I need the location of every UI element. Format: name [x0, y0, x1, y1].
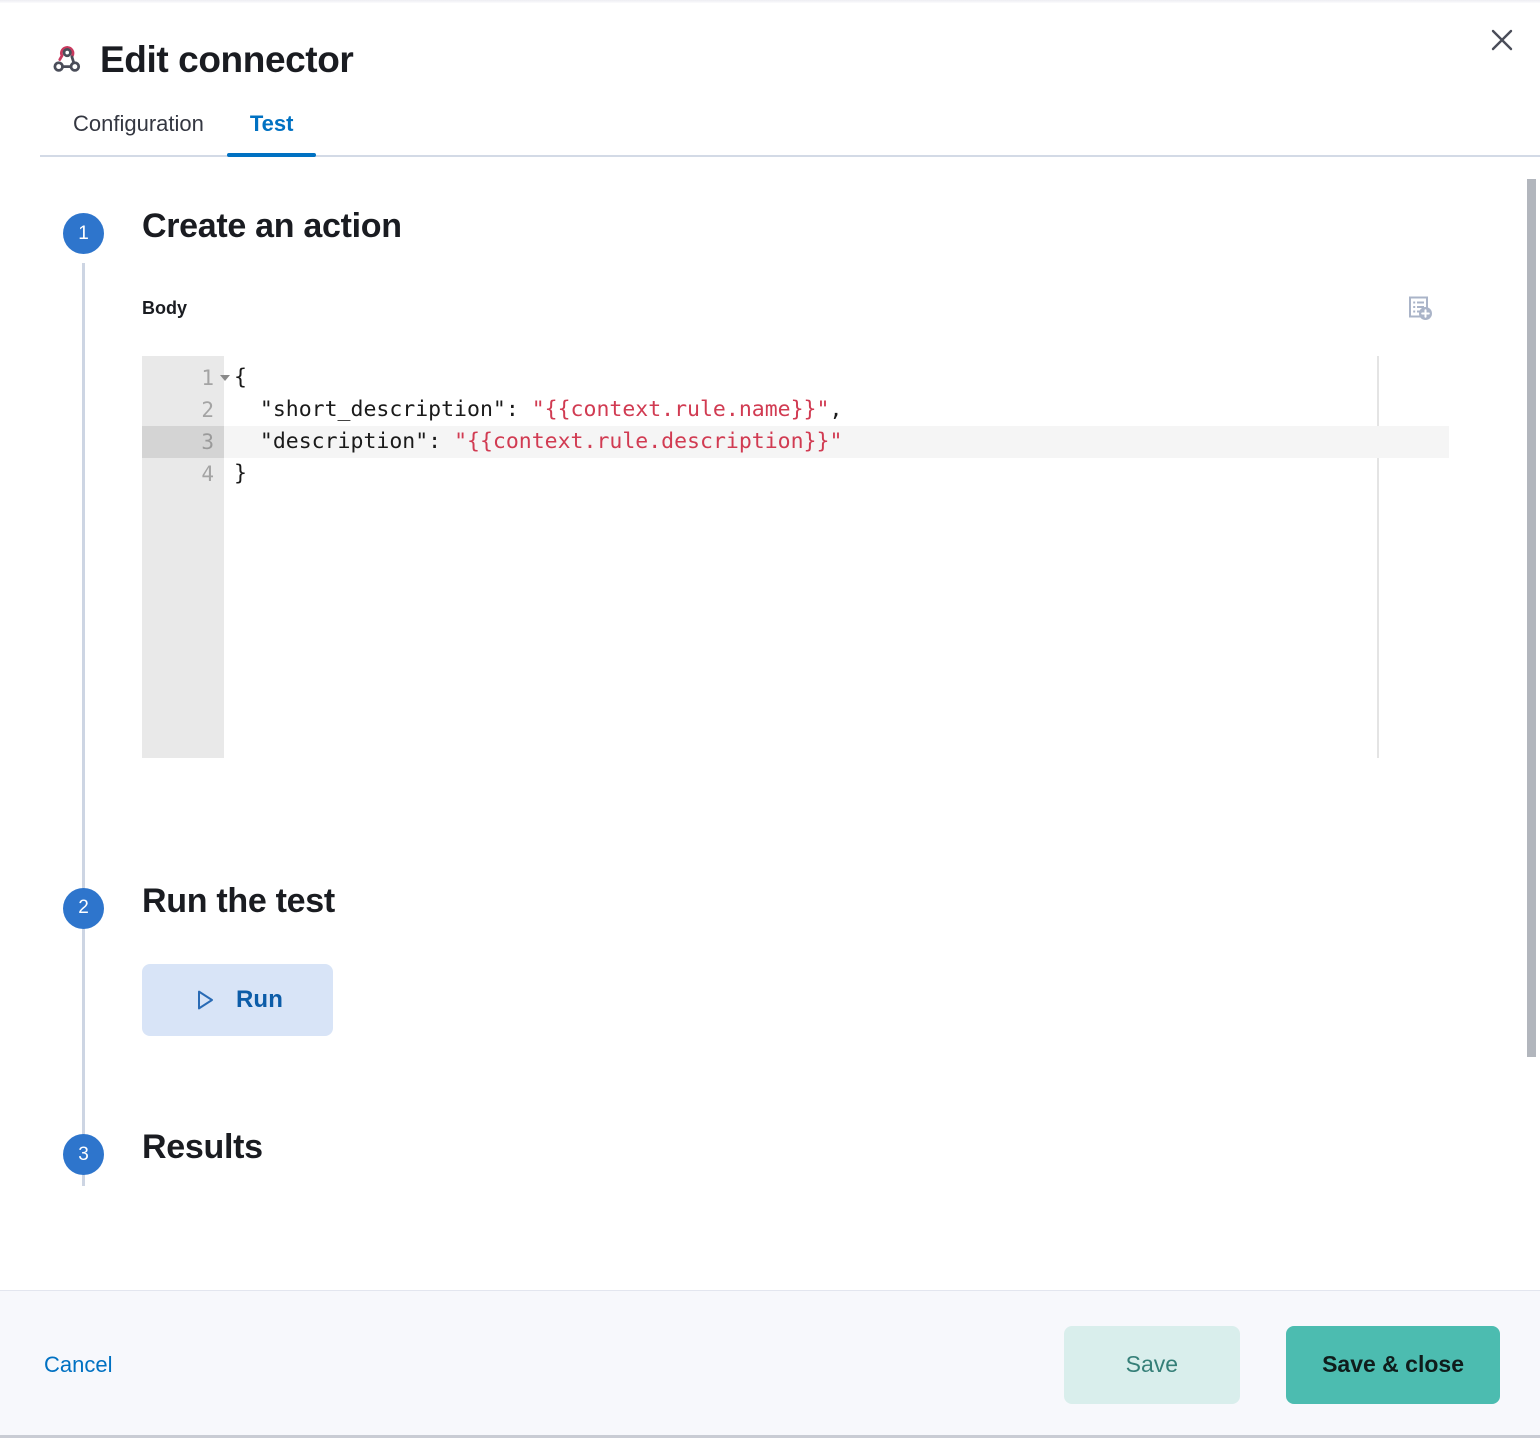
body-field-label: Body — [142, 298, 187, 319]
code-token-variable: "{{context.rule.description}}" — [454, 428, 843, 454]
test-steps: 1 Create an action Body — [44, 205, 1500, 1187]
step-2-spacer — [142, 1036, 1500, 1126]
step-results: 3 Results — [44, 1126, 1500, 1176]
code-token: "short_description": — [234, 396, 532, 422]
flyout-header: Edit connector Configuration Test — [0, 0, 1540, 158]
step-number-badge: 2 — [63, 887, 104, 929]
flyout-footer: Cancel Save Save & close — [0, 1290, 1540, 1438]
body-scrollbar[interactable] — [1527, 157, 1537, 1290]
run-button[interactable]: Run — [142, 964, 333, 1037]
body-inner: 1 Create an action Body — [0, 157, 1540, 1209]
step-number-badge: 3 — [63, 1134, 104, 1176]
close-icon — [1491, 29, 1513, 51]
play-icon — [198, 990, 213, 1010]
gutter-line-1[interactable]: 1 — [142, 362, 224, 394]
step-run-the-test: 2 Run the test Run — [44, 819, 1500, 1187]
close-icon-button[interactable] — [1480, 18, 1524, 62]
code-token: } — [234, 460, 247, 486]
header-top-hairline — [0, 0, 1540, 3]
step-title: Run the test — [142, 881, 335, 920]
footer-bottom-hairline — [0, 1435, 1540, 1438]
gutter-line-2[interactable]: 2 — [201, 397, 214, 422]
step-title: Create an action — [142, 207, 402, 246]
step-create-an-action: 1 Create an action Body — [44, 205, 1500, 940]
flyout-body: 1 Create an action Body — [0, 157, 1540, 1290]
tab-bar: Configuration Test — [40, 111, 1540, 158]
gutter-line-number: 1 — [201, 365, 214, 390]
step-1-spacer — [142, 758, 1500, 880]
run-button-label: Run — [236, 986, 283, 1014]
step-connector-line — [82, 263, 85, 940]
step-2-content: Run — [142, 964, 1500, 1037]
code-token: { — [234, 364, 247, 390]
body-code-editor[interactable]: 1 2 3 4 { "short_description": "{ — [142, 355, 1500, 758]
code-line-3[interactable]: "description": "{{context.rule.descripti… — [224, 425, 1449, 458]
step-number-badge: 1 — [63, 213, 104, 255]
body-field-header: Body — [142, 290, 1500, 328]
footer-actions: Save Save & close — [1063, 1325, 1500, 1404]
step-title: Results — [142, 1128, 263, 1167]
code-gutter: 1 2 3 4 — [142, 355, 224, 758]
gutter-line-3[interactable]: 3 — [142, 425, 224, 458]
save-button[interactable]: Save — [1063, 1325, 1241, 1404]
add-variable-button[interactable] — [1402, 290, 1440, 328]
code-line-4[interactable]: } — [224, 458, 1500, 490]
code-token-variable: "{{context.rule.name}}" — [531, 396, 830, 422]
code-line-1[interactable]: { — [224, 362, 1500, 394]
tab-configuration[interactable]: Configuration — [50, 111, 227, 157]
cancel-button[interactable]: Cancel — [40, 1342, 116, 1388]
step-1-content: Body — [142, 290, 1500, 758]
code-token: , — [829, 396, 843, 422]
gutter-line-4[interactable]: 4 — [201, 461, 214, 486]
webhook-icon — [53, 46, 81, 73]
add-variable-icon — [1409, 296, 1432, 320]
title-row: Edit connector — [40, 39, 1500, 81]
code-text-area[interactable]: { "short_description": "{{context.rule.n… — [224, 355, 1500, 758]
page-title: Edit connector — [100, 39, 354, 80]
save-and-close-button[interactable]: Save & close — [1286, 1325, 1500, 1404]
step-connector-line — [82, 819, 85, 1187]
tab-test[interactable]: Test — [226, 111, 317, 158]
code-print-margin-guide — [1377, 355, 1379, 758]
code-line-2[interactable]: "short_description": "{{context.rule.nam… — [224, 394, 1500, 426]
body-scrollbar-thumb[interactable] — [1527, 179, 1536, 1058]
code-token: "description": — [234, 428, 455, 454]
